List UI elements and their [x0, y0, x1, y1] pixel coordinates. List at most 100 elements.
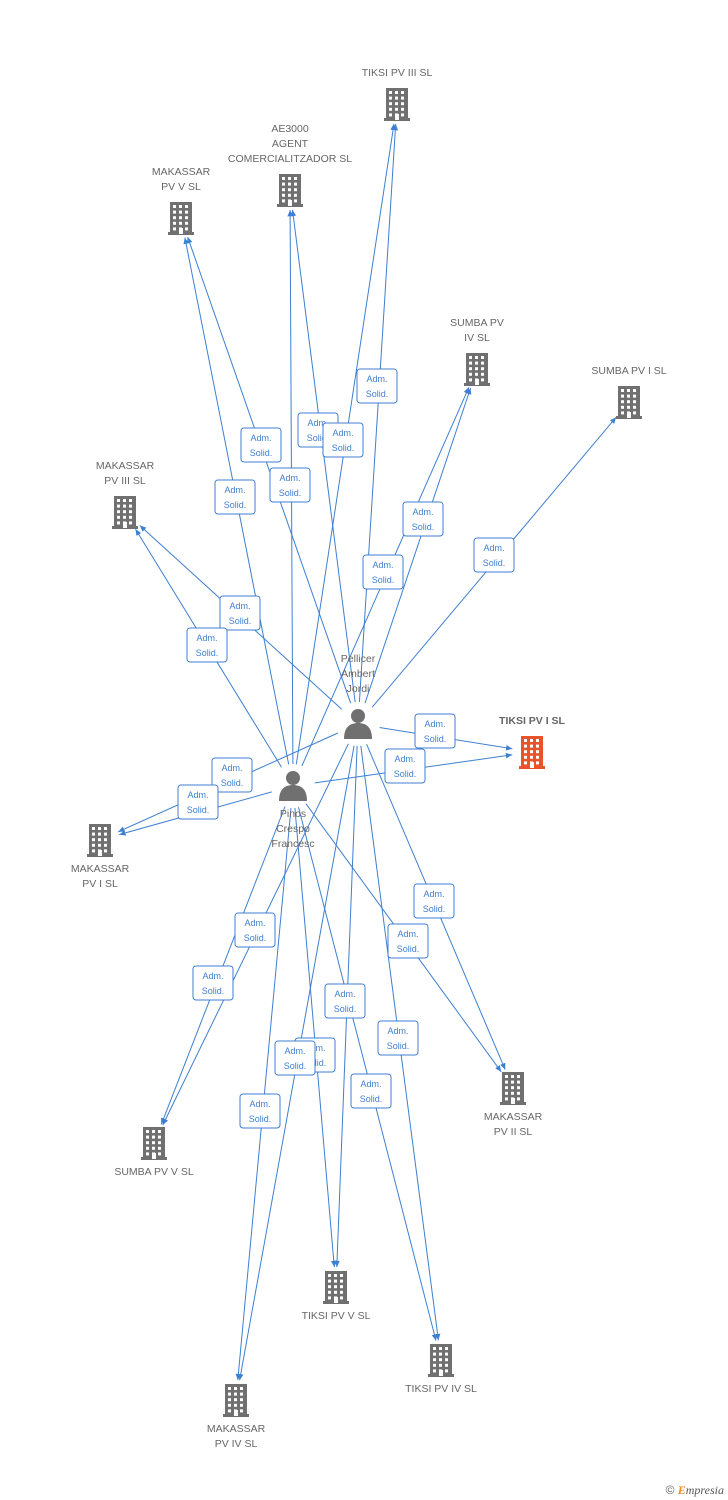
edge-label[interactable]: Adm.Solid.	[219, 595, 261, 631]
building-window	[340, 1290, 343, 1294]
building-window	[179, 221, 182, 225]
edge-label[interactable]: Adm.Solid.	[240, 427, 282, 463]
building-window	[146, 1135, 149, 1139]
edge-label-line: Solid.	[229, 616, 252, 626]
edge-label-line: Solid.	[412, 522, 435, 532]
edge-label-box	[322, 422, 364, 458]
building-window	[633, 405, 636, 409]
building-window	[395, 107, 398, 111]
building-window	[633, 411, 636, 415]
building-window	[294, 193, 297, 197]
edge-label[interactable]: Adm.Solid.	[322, 422, 364, 458]
company-node-sumba5[interactable]: SUMBA PV V SL	[114, 1127, 194, 1178]
building-icon	[428, 1344, 454, 1377]
edge-label-line: Solid.	[279, 488, 302, 498]
company-node-tiksi1[interactable]: TIKSI PV I SL	[499, 715, 566, 769]
building-door	[627, 412, 631, 418]
edge-label[interactable]: Adm.Solid.	[269, 467, 311, 503]
building-window	[505, 1086, 508, 1090]
edge-label[interactable]: Adm.Solid.	[402, 501, 444, 537]
edge-label[interactable]: Adm.Solid.	[234, 912, 276, 948]
node-label: PV I SL	[82, 878, 118, 890]
brand-logo[interactable]: Empresia	[677, 1483, 724, 1497]
edge-label[interactable]: Adm.Solid.	[413, 883, 455, 919]
edge-label-box	[211, 757, 253, 793]
edge-label-line: Solid.	[196, 648, 219, 658]
edge-label[interactable]: Adm.Solid.	[324, 983, 366, 1019]
building-window	[146, 1141, 149, 1145]
building-window	[146, 1146, 149, 1150]
building-window	[469, 361, 472, 365]
building-window	[389, 91, 392, 94]
building-door	[334, 1297, 338, 1303]
building-window	[185, 210, 188, 214]
building-window	[621, 394, 624, 398]
building-window	[505, 1075, 508, 1078]
edge-label[interactable]: Adm.Solid.	[274, 1040, 316, 1076]
edge-label[interactable]: Adm.Solid.	[239, 1093, 281, 1129]
building-window	[621, 405, 624, 409]
edge-label[interactable]: Adm.Solid.	[473, 537, 515, 573]
building-window	[98, 838, 101, 842]
building-window	[104, 843, 107, 847]
building-window	[517, 1080, 520, 1084]
edge-label[interactable]: Adm.Solid.	[387, 923, 429, 959]
company-node-tiksi5[interactable]: TIKSI PV V SL	[302, 1271, 371, 1322]
edge-label[interactable]: Adm.Solid.	[214, 479, 256, 515]
building-window	[328, 1296, 331, 1300]
edge-label-line: Adm.	[387, 1026, 408, 1036]
edge-label[interactable]: Adm.Solid.	[192, 965, 234, 1001]
edge-label-line: Solid.	[360, 1094, 383, 1104]
edge-label[interactable]: Adm.Solid.	[356, 368, 398, 404]
edge-label[interactable]: Adm.Solid.	[211, 757, 253, 793]
building-window	[288, 188, 291, 192]
edge-label[interactable]: Adm.Solid.	[362, 554, 404, 590]
person-body	[279, 785, 307, 801]
building-window	[328, 1290, 331, 1294]
edge-label-box	[269, 467, 311, 503]
building-window	[505, 1080, 508, 1084]
building-window	[475, 372, 478, 376]
building-window	[146, 1130, 149, 1133]
company-node-tiksi3[interactable]: TIKSI PV III SL	[362, 67, 433, 121]
edge-label[interactable]: Adm.Solid.	[186, 627, 228, 663]
building-window	[92, 849, 95, 853]
edge-label[interactable]: Adm.Solid.	[414, 713, 456, 749]
edge-label[interactable]: Adm. Solid.	[350, 1073, 392, 1109]
building-window	[481, 372, 484, 376]
edge-label-line: Adm.	[360, 1079, 381, 1089]
building-window	[234, 1398, 237, 1402]
building-window	[123, 515, 126, 519]
building-icon	[616, 386, 642, 419]
edge-label[interactable]: Adm.Solid.	[177, 784, 219, 820]
building-window	[389, 96, 392, 100]
building-window	[469, 378, 472, 382]
building-window	[334, 1285, 337, 1289]
company-node-sumba1[interactable]: SUMBA PV I SL	[591, 365, 667, 419]
building-window	[173, 210, 176, 214]
company-node-tiksi4[interactable]: TIKSI PV IV SL	[405, 1344, 477, 1395]
edge-label[interactable]: Adm.Solid.	[384, 748, 426, 784]
building-window	[228, 1387, 231, 1390]
building-window	[481, 367, 484, 371]
building-window	[445, 1347, 448, 1350]
building-window	[123, 499, 126, 502]
building-window	[505, 1091, 508, 1095]
node-label: PV V SL	[161, 181, 201, 193]
building-window	[627, 394, 630, 398]
edge-label-line: Adm.	[397, 929, 418, 939]
building-icon	[223, 1384, 249, 1417]
edge-label[interactable]: Adm.Solid.	[377, 1020, 419, 1056]
building-window	[536, 750, 539, 754]
building-window	[282, 199, 285, 203]
